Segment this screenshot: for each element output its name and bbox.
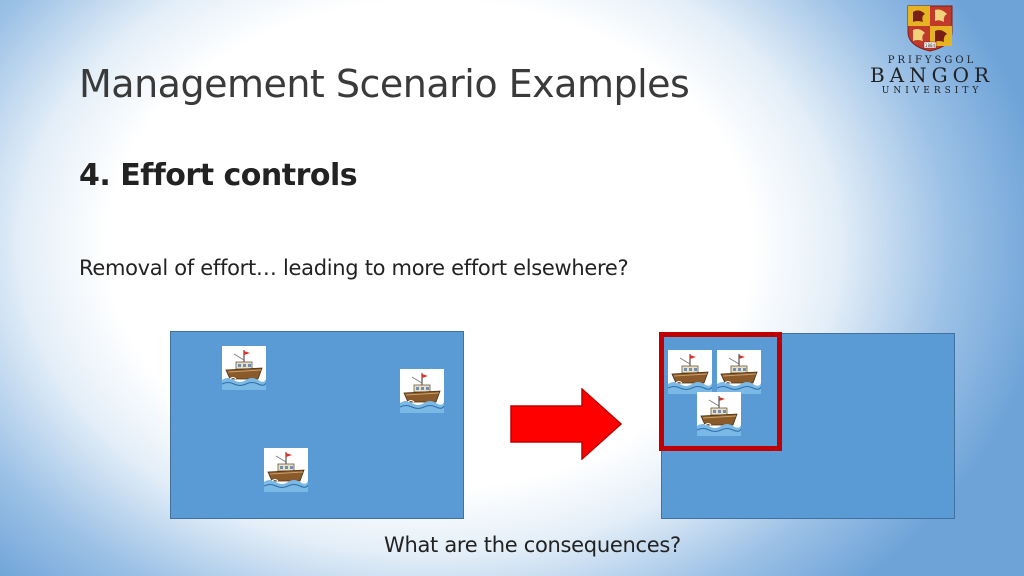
fishing-area-before [170,331,464,519]
slide-subtitle: 4. Effort controls [79,158,358,193]
crest-year: 1884 [925,43,936,48]
logo-line-prifysgol: PRIFYSGOL [887,55,977,66]
fishing-boat-icon [717,350,761,394]
fishing-boat-icon [222,346,266,390]
university-crest-icon: 1884 [907,5,953,52]
logo-line-bangor: BANGOR [869,63,995,87]
fishing-boat-icon [400,369,444,413]
fishing-boat-icon [264,448,308,492]
logo-line-university: UNIVERSITY [881,86,983,96]
fishing-boat-icon [697,392,741,436]
slide-title: Management Scenario Examples [79,62,690,106]
fishing-boat-icon [668,350,712,394]
slide-question: Removal of effort… leading to more effor… [79,256,629,280]
right-arrow-icon [510,388,622,460]
university-logo: 1884 PRIFYSGOL BANGOR UNIVERSITY [852,4,1012,96]
effort-concentration-box [659,332,782,451]
slide-caption: What are the consequences? [384,533,681,557]
